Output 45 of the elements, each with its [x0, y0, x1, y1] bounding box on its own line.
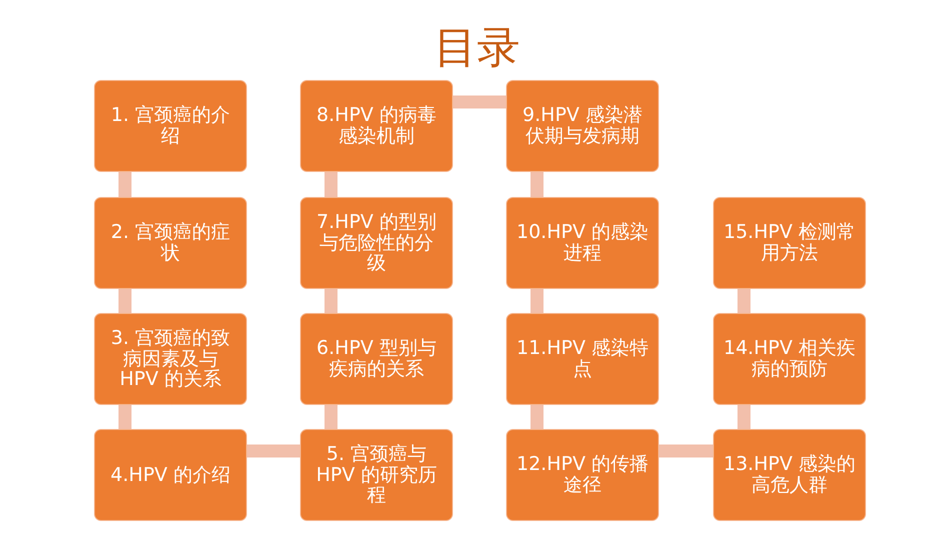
connector	[324, 289, 338, 313]
topic-box	[506, 80, 659, 172]
connector	[247, 444, 300, 458]
connector	[659, 444, 713, 458]
topic-box	[713, 429, 866, 521]
connector	[118, 405, 132, 429]
connector	[324, 405, 338, 429]
topic-text: 5. 宫颈癌与 HPV 的研究历程	[315, 444, 438, 506]
topic-box	[506, 429, 659, 521]
topic-text: 2. 宫颈癌的症状	[110, 222, 232, 264]
topic-box	[300, 80, 453, 172]
topic-box	[94, 429, 247, 521]
topic-text: 15.HPV 检测常用方法	[722, 222, 856, 264]
topic-box	[506, 197, 659, 289]
connector	[324, 172, 338, 197]
topic-box	[713, 313, 866, 405]
topic-text: 3. 宫颈癌的致病因素及与 HPV 的关系	[110, 328, 232, 390]
topic-text: 11.HPV 感染特点	[516, 338, 650, 380]
topic-box	[94, 313, 247, 405]
topic-box	[300, 197, 453, 289]
topic-text: 13.HPV 感染的高危人群	[722, 454, 856, 496]
connector	[738, 405, 750, 429]
title: 目录	[434, 25, 520, 72]
topic-text: 6.HPV 型别与疾病的关系	[316, 338, 438, 380]
topic-box	[506, 313, 659, 405]
topic-text: 8.HPV 的病毒感染机制	[316, 105, 438, 147]
connector	[530, 289, 544, 313]
topic-text: 1. 宫颈癌的介绍	[110, 105, 232, 147]
topic-text: 12.HPV 的传播途径	[516, 454, 650, 496]
connector	[530, 405, 544, 429]
connector	[738, 289, 750, 313]
connector	[530, 172, 544, 197]
connector	[453, 96, 506, 108]
topic-box	[300, 429, 453, 521]
topic-text: 7.HPV 的型别与危险性的分级	[316, 212, 438, 274]
topic-text: 14.HPV 相关疾病的预防	[722, 338, 856, 380]
topic-box	[94, 80, 247, 172]
connector	[118, 172, 132, 197]
topic-text: 9.HPV 感染潜伏期与发病期	[522, 105, 644, 147]
connector	[118, 289, 132, 313]
topic-text: 4.HPV 的介绍	[110, 464, 230, 486]
topic-text: 10.HPV 的感染进程	[516, 222, 650, 264]
topic-box	[300, 313, 453, 405]
topic-box	[713, 197, 866, 289]
topic-box	[94, 197, 247, 289]
